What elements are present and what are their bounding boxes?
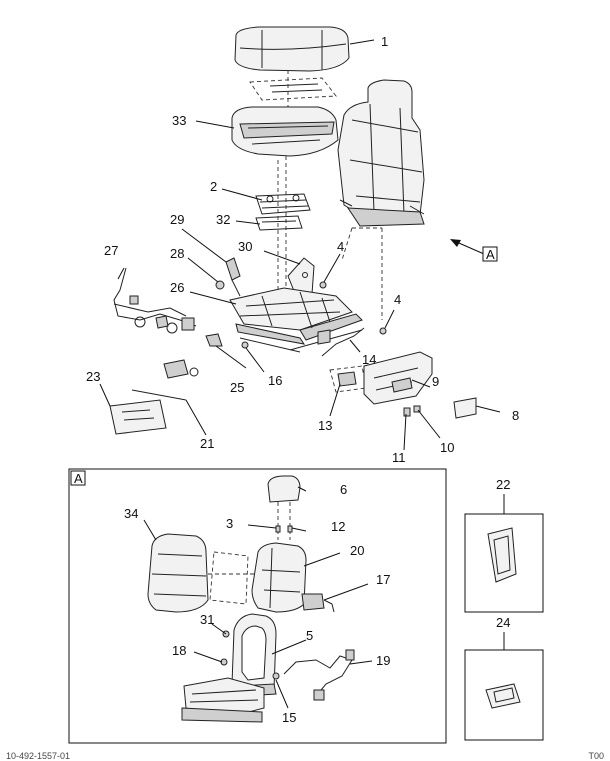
view-a-inset-frame (68, 468, 447, 744)
occupant-sensor-mat (255, 215, 303, 231)
part-22-trim (487, 527, 517, 583)
seat-side-shield (363, 351, 433, 405)
view-ref-label: A (486, 247, 495, 262)
clip-16 (241, 341, 249, 349)
inset-cushion-assembly (181, 677, 265, 723)
callout-34: 34 (124, 506, 138, 521)
seat-back-foam (251, 542, 307, 613)
callout-3: 3 (226, 516, 233, 531)
part-24-box (464, 649, 544, 741)
callout-28: 28 (170, 246, 184, 261)
headrest (267, 475, 301, 540)
cover-cap-8 (453, 397, 477, 419)
callout-16: 16 (268, 373, 282, 388)
back-harness (283, 655, 353, 697)
callout-2: 2 (210, 179, 217, 194)
seat-back-panel (147, 533, 209, 613)
callout-10: 10 (440, 440, 454, 455)
cushion-wire-frame (255, 193, 311, 215)
buckle-bolt (215, 280, 225, 290)
callout-21: 21 (200, 436, 214, 451)
seat-belt-buckle (215, 257, 241, 297)
callout-19: 19 (376, 653, 390, 668)
seat-cushion-foam (231, 106, 339, 157)
callout-14: 14 (362, 352, 376, 367)
bolt-4-top (319, 281, 327, 289)
callout-33: 33 (172, 113, 186, 128)
callout-15: 15 (282, 710, 296, 725)
callout-22: 22 (496, 477, 510, 492)
callout-1: 1 (381, 34, 388, 49)
callout-4a: 4 (337, 239, 344, 254)
callout-18: 18 (172, 643, 186, 658)
callout-24: 24 (496, 615, 510, 630)
adjuster-motor (163, 359, 199, 379)
callout-32: 32 (216, 212, 230, 227)
bolt-15 (272, 672, 280, 680)
recliner-module (329, 365, 367, 393)
callout-20: 20 (350, 543, 364, 558)
callout-23: 23 (86, 369, 100, 384)
clip-25 (205, 333, 223, 347)
screw-11 (403, 407, 411, 417)
callout-12: 12 (331, 519, 345, 534)
callout-27: 27 (104, 243, 118, 258)
lumbar-motor (301, 593, 335, 613)
part-22-box (464, 513, 544, 613)
cable-14 (321, 327, 365, 357)
callout-30: 30 (238, 239, 252, 254)
seat-cushion-cover (234, 26, 350, 72)
seat-back-assembly (337, 79, 425, 227)
callout-4b: 4 (394, 292, 401, 307)
inset-tag: A (74, 471, 83, 486)
callout-9: 9 (432, 374, 439, 389)
cushion-pad (249, 70, 337, 118)
seat-wiring-harness (113, 267, 197, 334)
callout-6: 6 (340, 482, 347, 497)
callout-26: 26 (170, 280, 184, 295)
callout-5: 5 (306, 628, 313, 643)
footer-page-code: T00 (588, 751, 604, 761)
callout-25: 25 (230, 380, 244, 395)
callout-17: 17 (376, 572, 390, 587)
rod-21 (131, 389, 187, 401)
seat-adjuster (229, 287, 363, 353)
back-heater-pad (209, 551, 249, 605)
view-a-box (482, 246, 498, 262)
callout-8: 8 (512, 408, 519, 423)
bolt-4-side (379, 327, 387, 335)
callout-29: 29 (170, 212, 184, 227)
callout-31: 31 (200, 612, 214, 627)
part-24-badge (485, 683, 521, 709)
callout-13: 13 (318, 418, 332, 433)
lower-trim-bracket (109, 399, 167, 435)
footer-doc-id: 10-492-1557-01 (6, 751, 71, 761)
callout-11: 11 (392, 450, 406, 465)
